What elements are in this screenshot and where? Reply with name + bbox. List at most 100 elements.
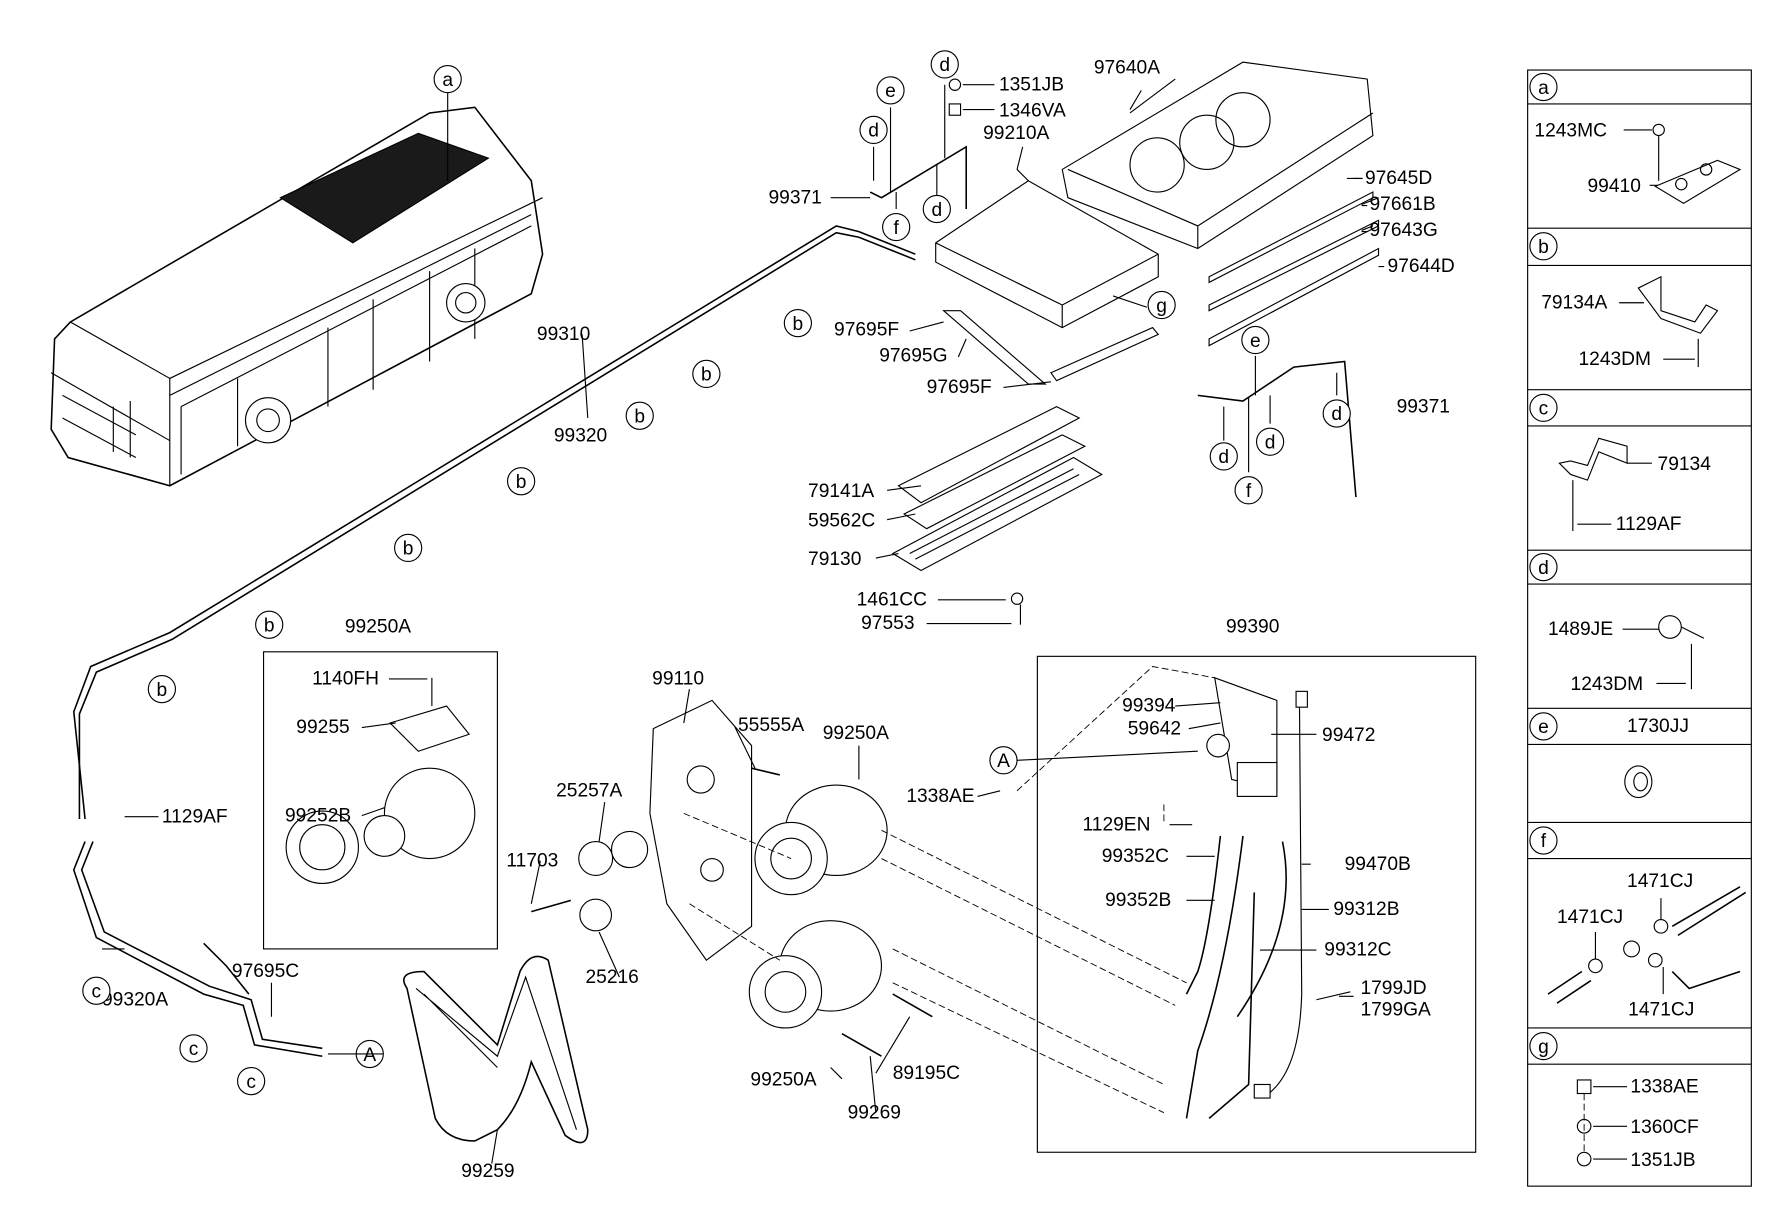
callout-d: d xyxy=(930,50,959,79)
compressor-bracket xyxy=(531,699,780,962)
svg-text:A: A xyxy=(363,1045,376,1066)
label-99312B: 99312B xyxy=(1333,899,1399,920)
compressor-lower xyxy=(748,920,933,1057)
svg-text:b: b xyxy=(516,472,527,493)
legend-c-part-1: 79134 xyxy=(1658,454,1712,475)
svg-text:A: A xyxy=(997,751,1010,772)
switch-panel-99410 xyxy=(1654,159,1742,204)
svg-text:c: c xyxy=(246,1072,256,1093)
callout-e: e xyxy=(876,76,905,105)
label-97695G: 97695G xyxy=(879,345,947,366)
grommet-1730JJ xyxy=(1624,765,1653,799)
callout-f: f xyxy=(1234,476,1263,505)
compressor-left xyxy=(285,677,476,884)
svg-text:d: d xyxy=(1331,404,1342,425)
legend-f-part-1: 1471CJ xyxy=(1627,871,1693,892)
legend-g-part-1: 1338AE xyxy=(1630,1076,1698,1097)
callout-b: b xyxy=(394,533,423,563)
svg-text:f: f xyxy=(1541,831,1547,852)
legend-f-part-2: 1471CJ xyxy=(1557,907,1623,928)
label-25257A: 25257A xyxy=(556,780,622,801)
label-97645D: 97645D xyxy=(1365,168,1432,189)
roof-ac-unit xyxy=(1061,61,1380,347)
svg-text:d: d xyxy=(931,200,942,221)
bus-illustration xyxy=(50,90,544,487)
label-99250A-2: 99250A xyxy=(823,723,889,744)
label-99210A: 99210A xyxy=(983,123,1049,144)
condenser-fan-1 xyxy=(1129,137,1185,193)
svg-text:b: b xyxy=(634,406,645,427)
legend-f-part-3: 1471CJ xyxy=(1628,1000,1694,1021)
callout-g: g xyxy=(1147,290,1176,320)
label-55555A: 55555A xyxy=(738,715,804,736)
idler-pulley-3 xyxy=(579,898,613,932)
svg-text:e: e xyxy=(885,81,896,102)
svg-text:a: a xyxy=(442,70,453,91)
callout-d: d xyxy=(922,194,951,224)
label-97661B: 97661B xyxy=(1369,194,1435,215)
legend-header-d: d xyxy=(1529,552,1558,582)
svg-text:d: d xyxy=(868,121,879,142)
label-99320A: 99320A xyxy=(102,989,168,1010)
legend-header-b: b xyxy=(1529,232,1558,261)
legend-c-part-2: 1129AF xyxy=(1616,514,1682,535)
callout-a: a xyxy=(433,64,462,94)
label-99394: 99394 xyxy=(1122,696,1176,717)
legend-g-part-2: 1360CF xyxy=(1630,1117,1698,1138)
svg-text:c: c xyxy=(189,1039,199,1060)
callout-b: b xyxy=(692,359,721,389)
drive-belt xyxy=(403,955,589,1144)
callout-f: f xyxy=(882,212,911,242)
svg-text:f: f xyxy=(893,218,899,239)
label-1129AF: 1129AF xyxy=(162,806,228,827)
callout-c: c xyxy=(179,1034,208,1063)
label-99371: 99371 xyxy=(769,187,822,208)
callout-b: b xyxy=(625,401,654,430)
svg-text:a: a xyxy=(1538,78,1549,99)
label-1799GA: 1799GA xyxy=(1360,1000,1431,1021)
legend-a-part-1: 1243MC xyxy=(1534,121,1607,142)
front-wheel xyxy=(244,397,292,444)
label-99255: 99255 xyxy=(296,717,349,738)
svg-text:c: c xyxy=(1539,399,1549,420)
label-1351JB: 1351JB xyxy=(999,74,1064,95)
legend-g-part-3: 1351JB xyxy=(1630,1150,1695,1171)
hose-assembly xyxy=(1016,666,1351,1119)
label-89195C: 89195C xyxy=(893,1063,960,1084)
legend-e-part-1: 1730JJ xyxy=(1627,716,1689,737)
svg-text:g: g xyxy=(1538,1037,1549,1058)
label-99312C: 99312C xyxy=(1324,940,1391,961)
legend-b-part-2: 1243DM xyxy=(1578,349,1651,370)
svg-text:c: c xyxy=(92,981,102,1002)
callout-c: c xyxy=(237,1066,266,1096)
label-97695F-2: 97695F xyxy=(927,377,992,398)
filter-panels xyxy=(891,406,1103,625)
svg-text:b: b xyxy=(701,365,712,386)
label-99250A-3: 99250A xyxy=(750,1070,816,1091)
svg-text:b: b xyxy=(403,539,414,560)
callout-e: e xyxy=(1241,325,1270,355)
callout-d: d xyxy=(1255,427,1285,456)
label-99259: 99259 xyxy=(461,1161,514,1182)
label-97643G: 97643G xyxy=(1369,220,1437,241)
label-97553: 97553 xyxy=(861,613,914,634)
svg-text:d: d xyxy=(939,55,950,76)
label-59642: 59642 xyxy=(1128,718,1181,739)
label-1799JD: 1799JD xyxy=(1360,978,1426,999)
callout-c: c xyxy=(82,976,111,1005)
roof-ac-unit-dark xyxy=(279,132,490,244)
label-99320: 99320 xyxy=(554,426,607,447)
svg-text:e: e xyxy=(1538,717,1549,738)
hose-assembly-box xyxy=(1036,655,1477,1153)
label-59562C: 59562C xyxy=(808,510,875,531)
callout-d: d xyxy=(859,115,888,145)
label-99310: 99310 xyxy=(537,324,590,345)
label-97695F: 97695F xyxy=(834,320,899,341)
label-99352C: 99352C xyxy=(1102,846,1169,867)
label-99390: 99390 xyxy=(1226,617,1279,638)
evaporator-unit xyxy=(935,169,1160,385)
callout-A: A xyxy=(989,746,1018,775)
label-99352B: 99352B xyxy=(1105,890,1171,911)
legend-header-a: a xyxy=(1529,72,1558,102)
compressor-upper xyxy=(754,784,888,896)
